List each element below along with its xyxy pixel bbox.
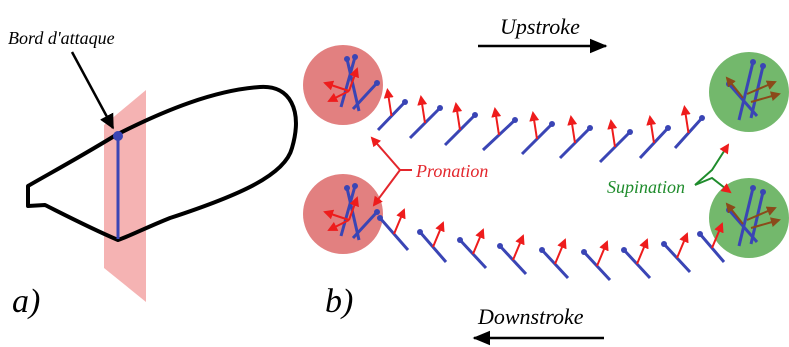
supination-zone-top	[709, 52, 789, 132]
supination-pointer-top	[694, 143, 730, 186]
upstroke-normal-arrow	[607, 119, 618, 148]
supination-chord	[737, 61, 755, 121]
pronation-pointer-bottom	[372, 169, 412, 207]
leading-edge-pointer	[70, 51, 115, 130]
leading-edge-point	[113, 131, 123, 141]
upstroke-chord-tip	[512, 117, 518, 123]
upstroke-chord-tip	[665, 125, 671, 131]
upstroke-normal-arrow	[529, 111, 540, 140]
pronation-label: Pronation	[415, 161, 488, 181]
downstroke-chord-tip	[581, 249, 587, 255]
pronation-normal-arrow	[327, 90, 350, 102]
downstroke-chord-tip	[621, 247, 627, 253]
downstroke-chord-tip	[457, 237, 463, 243]
supination-zone-bottom	[709, 178, 789, 258]
supination-chord-tip	[750, 185, 756, 191]
pronation-chord	[351, 210, 379, 240]
pronation-pointer-top	[370, 136, 412, 171]
pronation-chord	[345, 58, 361, 112]
supination-chord-tip	[750, 59, 756, 65]
upstroke-normal-arrow	[417, 95, 428, 124]
supination-chord	[737, 187, 755, 247]
pronation-zone-top	[303, 45, 383, 125]
pronation-normal-arrow	[323, 209, 350, 221]
upstroke-label: Upstroke	[500, 14, 580, 39]
downstroke-normal-arrow	[554, 238, 567, 265]
upstroke-chord-tip	[549, 121, 555, 127]
downstroke-normal-arrow	[432, 221, 445, 248]
wing-stroke-markers	[323, 54, 781, 282]
pronation-normal-arrow	[327, 219, 350, 231]
panel-a-label: a)	[12, 283, 40, 320]
downstroke-chord-tip	[417, 229, 423, 235]
upstroke-normal-arrow	[646, 115, 657, 144]
upstroke-normal-arrow	[680, 105, 691, 134]
pronation-normal-arrow	[348, 196, 359, 221]
downstroke-label: Downstroke	[477, 304, 584, 329]
supination-chord-tip	[760, 189, 766, 195]
downstroke-chord-tip	[377, 215, 383, 221]
panel-b: Upstroke Downstroke Pronation Supination…	[303, 14, 789, 346]
supination-chord	[727, 83, 759, 117]
supination-chord-tip	[760, 63, 766, 69]
upstroke-chord-tip	[472, 112, 478, 118]
pronation-chord	[351, 81, 379, 111]
supination-vector-arrow	[725, 76, 744, 99]
downstroke-normal-arrow	[512, 234, 525, 261]
upstroke-chord-tip	[402, 99, 408, 105]
pronation-chord	[339, 185, 357, 237]
supination-vector-arrow	[750, 217, 781, 229]
downstroke-normal-arrow	[636, 238, 649, 265]
pronation-normal-arrow	[348, 67, 359, 92]
downstroke-chord-tip	[497, 243, 503, 249]
downstroke-chord-tip	[539, 247, 545, 253]
panel-a: Bord d'attaque a)	[8, 28, 298, 320]
downstroke-normal-arrow	[472, 228, 485, 255]
pronation-chord-tip	[352, 54, 358, 60]
supination-vector-arrow	[746, 80, 777, 95]
upstroke-chord-tip	[627, 129, 633, 135]
pronation-chord-tip	[344, 185, 350, 191]
upstroke-normal-arrow	[383, 88, 394, 117]
pronation-chord-tip	[352, 183, 358, 189]
wing-outline	[26, 84, 298, 242]
downstroke-chord-tip	[661, 241, 667, 247]
upstroke-normal-arrow	[567, 115, 578, 144]
supination-label: Supination	[607, 177, 685, 197]
downstroke-normal-arrow	[393, 208, 406, 235]
downstroke-normal-arrow	[676, 232, 689, 259]
upstroke-normal-arrow	[491, 107, 502, 136]
upstroke-chord-tip	[587, 125, 593, 131]
supination-vector-arrow	[746, 206, 777, 221]
pronation-chord	[345, 187, 361, 241]
pronation-chord-tip	[344, 56, 350, 62]
pronation-chord-tip	[374, 209, 380, 215]
supination-vector-arrow	[725, 202, 744, 225]
supination-vector-arrow	[750, 91, 781, 103]
panel-b-label: b)	[325, 283, 353, 320]
downstroke-chord-tip	[697, 231, 703, 237]
upstroke-chord-tip	[699, 115, 705, 121]
pronation-normal-arrow	[323, 80, 350, 92]
pronation-zone-bottom	[303, 174, 383, 254]
downstroke-normal-arrow	[596, 240, 609, 267]
supination-pointer-bottom	[694, 176, 732, 194]
upstroke-normal-arrow	[452, 102, 463, 131]
downstroke-normal-arrow	[711, 222, 724, 249]
pronation-chord-tip	[374, 80, 380, 86]
supination-chord	[727, 209, 759, 243]
leading-edge-annotation: Bord d'attaque	[8, 28, 115, 48]
upstroke-chord-tip	[437, 105, 443, 111]
section-plane	[104, 90, 146, 302]
pronation-chord	[339, 56, 357, 108]
